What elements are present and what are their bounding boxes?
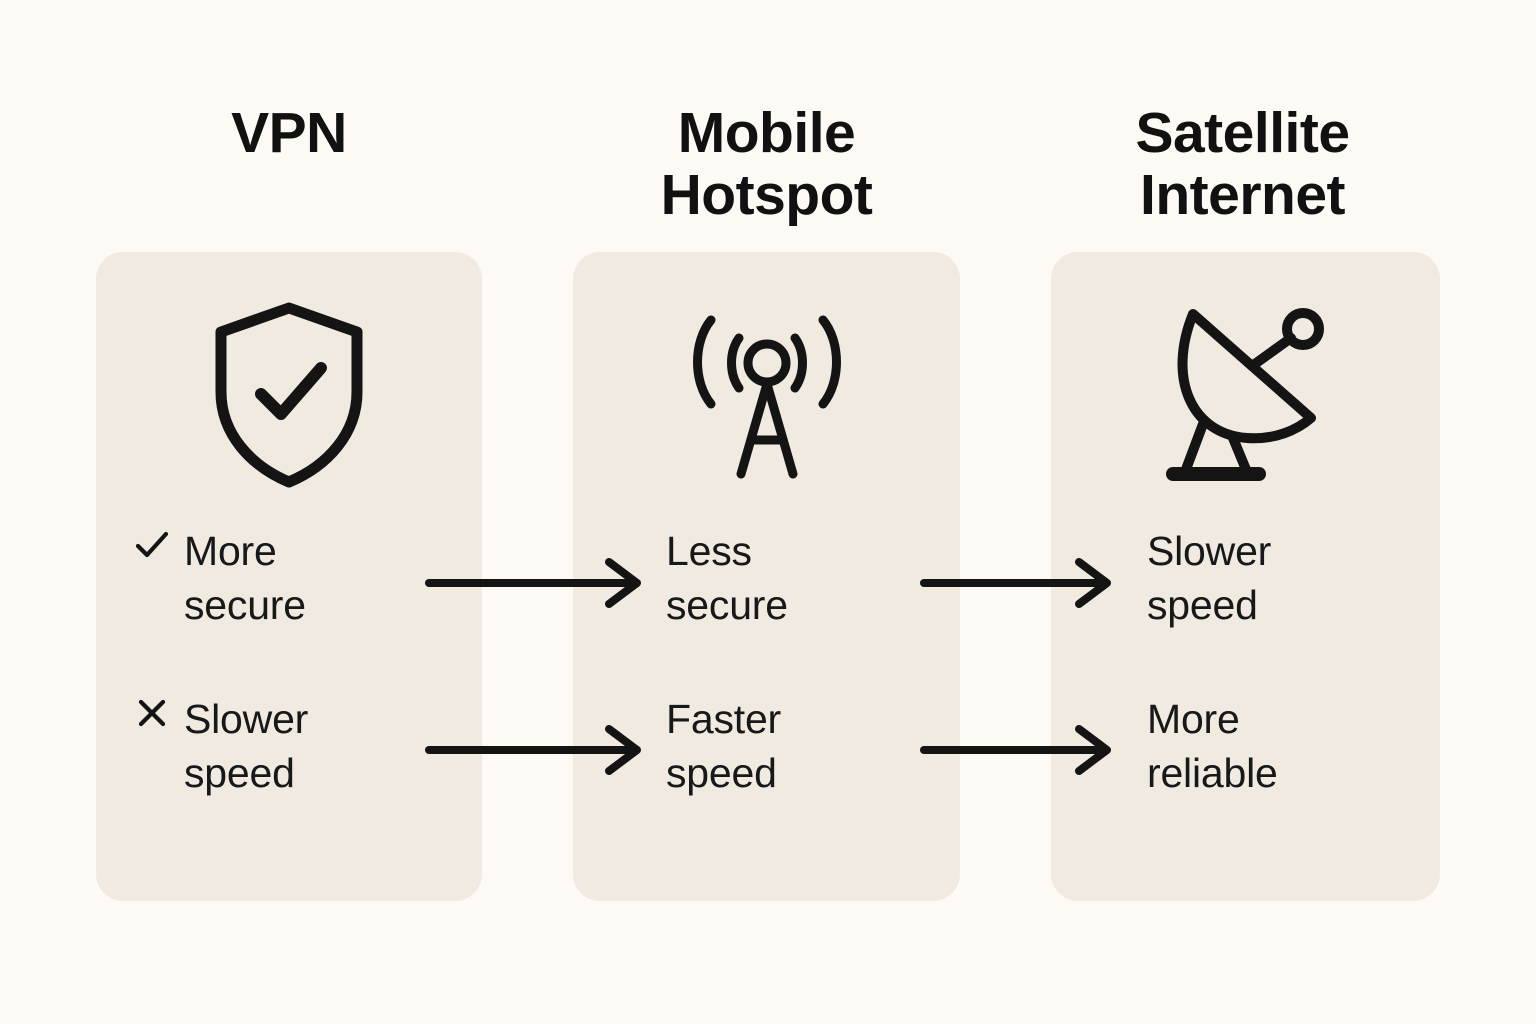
feature-row: More secure <box>134 524 306 632</box>
feature-row: Faster speed <box>666 692 781 800</box>
check-icon <box>134 524 170 560</box>
satellite-dish-icon <box>1051 290 1440 495</box>
column-title-mobile-hotspot: Mobile Hotspot <box>660 101 873 227</box>
feature-text: Slower speed <box>1147 528 1272 629</box>
shield-check-icon <box>96 295 482 495</box>
feature-text: Less secure <box>666 528 788 629</box>
column-title-vpn: VPN <box>231 101 347 165</box>
feature-row: More reliable <box>1147 692 1278 800</box>
card-vpn[interactable]: More secure Slower speed <box>96 252 482 901</box>
cross-icon <box>134 692 170 728</box>
feature-text: More secure <box>184 528 306 629</box>
feature-row: Slower speed <box>1147 524 1271 632</box>
feature-text: Slower speed <box>184 696 309 797</box>
column-title-satellite-internet: Satellite Internet <box>1135 101 1350 227</box>
broadcast-tower-icon <box>573 300 960 495</box>
arrow-right-icon <box>425 720 647 780</box>
arrow-right-icon <box>920 720 1117 780</box>
arrow-right-icon <box>920 553 1117 613</box>
card-mobile-hotspot[interactable]: Less secure Faster speed <box>573 252 960 901</box>
card-satellite-internet[interactable]: Slower speed More reliable <box>1051 252 1440 901</box>
feature-text: More reliable <box>1147 696 1278 797</box>
feature-row: Slower speed <box>134 692 308 800</box>
feature-text: Faster speed <box>666 696 781 797</box>
arrow-right-icon <box>425 553 647 613</box>
feature-row: Less secure <box>666 524 788 632</box>
